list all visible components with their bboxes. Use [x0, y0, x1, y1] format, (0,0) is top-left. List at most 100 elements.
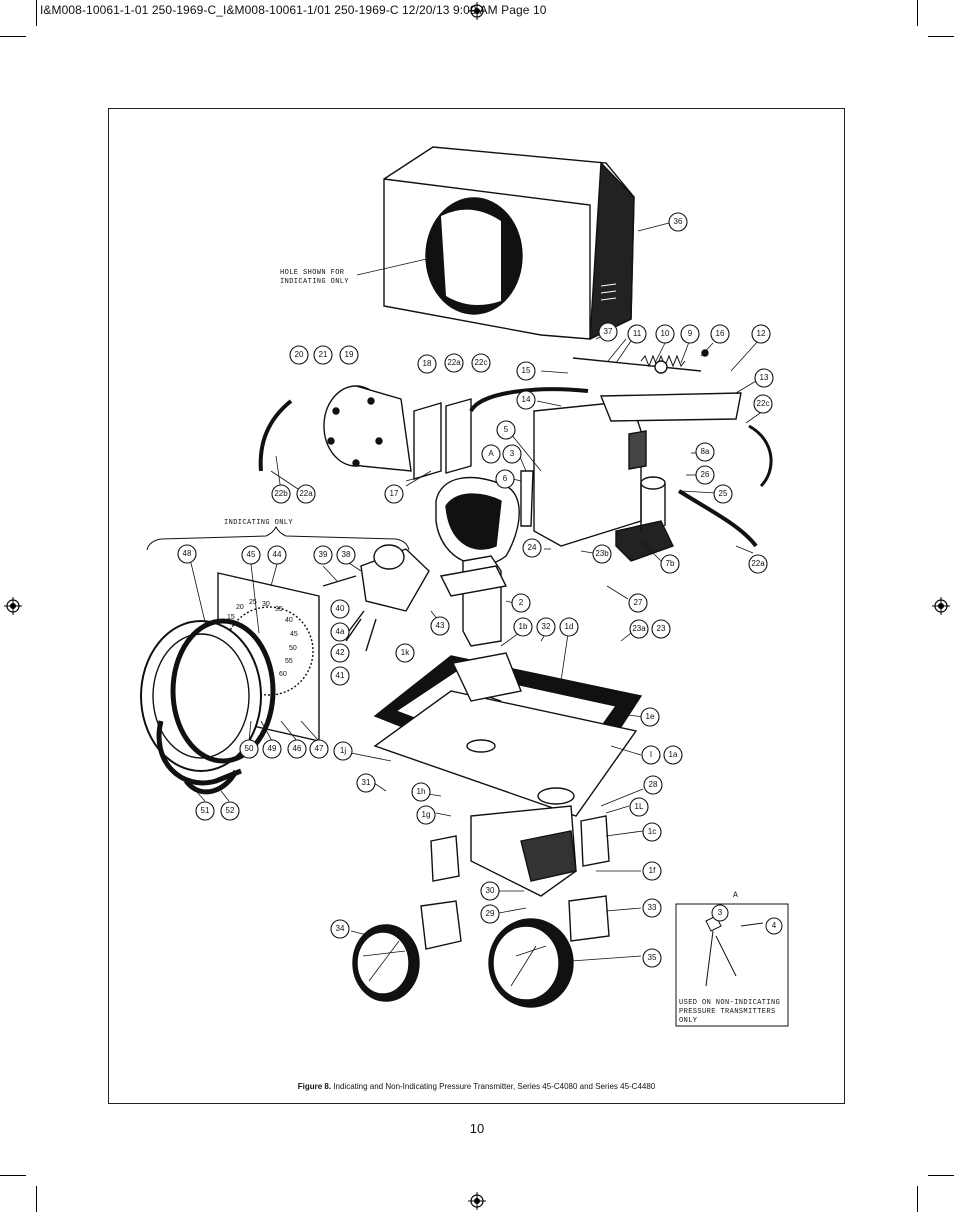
registration-mark-icon	[932, 597, 950, 615]
callout-label: 14	[521, 395, 531, 404]
page-number: 10	[469, 1121, 485, 1136]
callout-label: 26	[700, 470, 710, 479]
callout-label: 27	[633, 598, 643, 607]
callout-label: 36	[673, 217, 683, 226]
callout-label: 19	[344, 350, 354, 359]
callout-label: I	[649, 750, 653, 759]
callout-label: 13	[759, 373, 769, 382]
callout-label: A	[488, 449, 494, 458]
callout-label: 50	[244, 744, 254, 753]
callout-label: 23a	[632, 624, 646, 633]
callout-label: 9	[687, 329, 693, 338]
inset-note: USED ON NON-INDICATING PRESSURE TRANSMIT…	[679, 999, 781, 1025]
callout-label: 10	[660, 329, 670, 338]
callout-label: 25	[718, 489, 728, 498]
callout-label: 1d	[564, 622, 574, 631]
callout-label: 3	[717, 908, 723, 917]
callout-label: 1k	[400, 648, 410, 657]
hole-note: HOLE SHOWN FOR INDICATING ONLY	[280, 269, 350, 286]
callout-label: 22a	[751, 559, 765, 568]
callout-label: 22c	[756, 399, 770, 408]
callout-label: 15	[521, 366, 531, 375]
callout-label: 28	[648, 780, 658, 789]
callout-label: 29	[485, 909, 495, 918]
callout-label: 42	[335, 648, 345, 657]
callout-label: 11	[632, 329, 642, 338]
inset-title: A	[733, 891, 739, 900]
callout-label: 8a	[700, 447, 710, 456]
crop-mark	[917, 1186, 918, 1212]
callout-label: 22a	[447, 358, 461, 367]
callout-label: 24	[527, 543, 537, 552]
callout-label: 37	[603, 327, 613, 336]
dial-number: 55	[285, 658, 293, 665]
callout-label: 21	[318, 350, 328, 359]
callout-label: 30	[485, 886, 495, 895]
callout-label: 43	[435, 621, 445, 630]
dial-number: 40	[285, 617, 293, 624]
callout-label: 1j	[339, 746, 347, 755]
callout-label: 1a	[668, 750, 678, 759]
callout-label: 4	[771, 921, 777, 930]
dial-number: 25	[249, 599, 257, 606]
callout-label: 48	[182, 549, 192, 558]
crop-mark	[0, 1175, 26, 1176]
callout-label: 49	[267, 744, 277, 753]
registration-mark-icon	[468, 1192, 486, 1210]
dial-number: 50	[289, 645, 297, 652]
callout-label: 23	[656, 624, 666, 633]
callout-label: 22a	[299, 489, 313, 498]
crop-mark	[36, 0, 37, 26]
callout-label: 41	[335, 671, 345, 680]
crop-mark	[0, 36, 26, 37]
callout-label: 1f	[648, 866, 656, 875]
callout-label: 1h	[416, 787, 426, 796]
callout-label: 33	[647, 903, 657, 912]
dial-number: 35	[275, 606, 283, 613]
dial-number: 20	[236, 604, 244, 611]
callout-label: 12	[756, 329, 766, 338]
dial-number: 30	[262, 601, 270, 608]
registration-mark-icon	[468, 2, 486, 20]
callout-label: 32	[541, 622, 551, 631]
callout-label: 1L	[634, 802, 644, 811]
dial-number: 45	[290, 631, 298, 638]
exploded-view-drawing	[140, 146, 789, 1027]
callout-label: 35	[647, 953, 657, 962]
figure-label: Figure 8.	[297, 1082, 332, 1091]
callout-label: 1g	[421, 810, 431, 819]
crop-mark	[917, 0, 918, 26]
crop-mark	[928, 1175, 954, 1176]
callout-label: 3	[509, 449, 515, 458]
print-slug: I&M008-10061-1-01 250-1969-C_I&M008-1006…	[40, 3, 547, 17]
dial-number: 15	[227, 614, 235, 621]
crop-mark	[928, 36, 954, 37]
callout-label: 40	[335, 604, 345, 613]
callout-label: 39	[318, 550, 328, 559]
callout-label: 18	[422, 359, 432, 368]
indicating-only-label: INDICATING ONLY	[224, 519, 294, 527]
callout-label: 52	[225, 806, 235, 815]
callout-label: 38	[341, 550, 351, 559]
callout-label: 7b	[665, 559, 675, 568]
callout-label: 2	[518, 598, 524, 607]
callout-label: 20	[294, 350, 304, 359]
callout-label: 44	[272, 550, 282, 559]
dial-number: 60	[279, 671, 287, 678]
callout-label: 16	[715, 329, 725, 338]
callout-label: 17	[389, 489, 399, 498]
callout-label: 6	[502, 474, 508, 483]
callout-label: 45	[246, 550, 256, 559]
callout-label: 1b	[518, 622, 528, 631]
callout-label: 34	[335, 924, 345, 933]
figure-caption: Figure 8. Indicating and Non-Indicating …	[109, 1082, 844, 1091]
callout-label: 4a	[335, 627, 345, 636]
callout-label: 46	[292, 744, 302, 753]
crop-mark	[36, 1186, 37, 1212]
callout-label: 47	[314, 744, 324, 753]
callout-label: 23b	[595, 549, 609, 558]
callout-label: 5	[503, 425, 509, 434]
